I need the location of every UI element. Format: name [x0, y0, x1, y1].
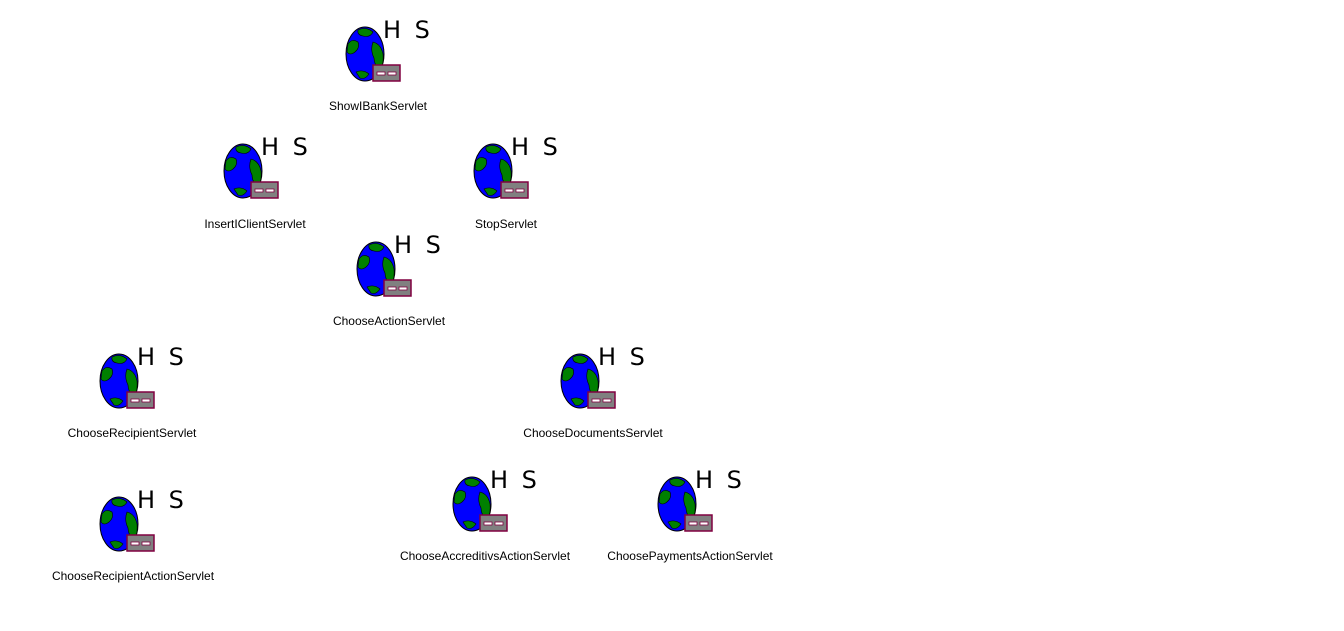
- globe-server-icon: H S: [473, 133, 558, 199]
- hs-badge-label: H S: [394, 231, 444, 259]
- globe-land: [483, 187, 498, 196]
- globe-land: [357, 28, 374, 37]
- server-slot: [602, 398, 612, 403]
- server-slot: [483, 521, 493, 526]
- hs-badge-label: H S: [137, 343, 187, 371]
- server-slot: [376, 71, 386, 76]
- server-slot: [398, 286, 408, 291]
- globe-land: [109, 540, 124, 549]
- globe-land: [366, 285, 381, 294]
- server-slot: [141, 398, 151, 403]
- globe-land: [109, 397, 124, 406]
- globe-server-icon: H S: [356, 231, 441, 297]
- hs-badge-label: H S: [490, 466, 540, 494]
- server-slot: [387, 286, 397, 291]
- globe-land: [357, 255, 370, 270]
- globe-land: [658, 490, 671, 505]
- server-slot: [494, 521, 504, 526]
- server-slot: [130, 541, 140, 546]
- servlet-node-stop[interactable]: H S: [473, 131, 558, 211]
- globe-land: [100, 367, 113, 382]
- globe-land: [464, 478, 481, 487]
- globe-server-icon: H S: [657, 466, 742, 532]
- server-slot: [504, 188, 514, 193]
- server-slot: [265, 188, 275, 193]
- servlet-label-choose-recipient: ChooseRecipientServlet: [67, 426, 197, 440]
- globe-land: [474, 157, 487, 172]
- globe-server-icon: H S: [99, 343, 184, 409]
- server-slot: [591, 398, 601, 403]
- server-box: [383, 279, 412, 297]
- servlet-label-choose-documents: ChooseDocumentsServlet: [523, 426, 663, 440]
- server-slot: [699, 521, 709, 526]
- servlet-node-choose-recipient[interactable]: H S: [99, 341, 184, 421]
- server-box: [250, 181, 279, 199]
- globe-land: [346, 40, 359, 55]
- server-box: [126, 534, 155, 552]
- servlet-label-choose-payments-action: ChoosePaymentsActionServlet: [607, 549, 773, 563]
- servlet-label-choose-recipient-action: ChooseRecipientActionServlet: [51, 569, 215, 583]
- hs-badge-label: H S: [383, 16, 433, 44]
- globe-land: [235, 145, 252, 154]
- server-box: [587, 391, 616, 409]
- server-box: [372, 64, 401, 82]
- server-slot: [130, 398, 140, 403]
- servlet-node-choose-payments-action[interactable]: H S: [657, 464, 742, 544]
- globe-land: [111, 498, 128, 507]
- servlet-label-stop: StopServlet: [474, 217, 538, 231]
- globe-land: [462, 520, 477, 529]
- server-slot: [141, 541, 151, 546]
- globe-land: [561, 367, 574, 382]
- globe-land: [667, 520, 682, 529]
- globe-server-icon: H S: [99, 486, 184, 552]
- servlet-node-insert-client[interactable]: H S: [223, 131, 308, 211]
- servlet-label-show-bank: ShowIBankServlet: [328, 99, 428, 113]
- server-box: [684, 514, 713, 532]
- globe-land: [100, 510, 113, 525]
- hs-badge-label: H S: [511, 133, 561, 161]
- servlet-node-choose-recipient-action[interactable]: H S: [99, 484, 184, 564]
- globe-server-icon: H S: [560, 343, 645, 409]
- servlet-node-show-bank[interactable]: H S: [345, 14, 430, 94]
- globe-server-icon: H S: [223, 133, 308, 199]
- globe-land: [224, 157, 237, 172]
- globe-land: [485, 145, 502, 154]
- hs-badge-label: H S: [261, 133, 311, 161]
- globe-server-icon: H S: [345, 16, 430, 82]
- hs-badge-label: H S: [598, 343, 648, 371]
- server-slot: [254, 188, 264, 193]
- hs-badge-label: H S: [695, 466, 745, 494]
- servlet-label-choose-accreditivs-action: ChooseAccreditivsActionServlet: [399, 549, 571, 563]
- globe-land: [669, 478, 686, 487]
- server-box: [126, 391, 155, 409]
- globe-server-icon: H S: [452, 466, 537, 532]
- server-box: [500, 181, 529, 199]
- hs-badge-label: H S: [137, 486, 187, 514]
- globe-land: [572, 355, 589, 364]
- globe-land: [453, 490, 466, 505]
- server-slot: [387, 71, 397, 76]
- globe-land: [570, 397, 585, 406]
- globe-land: [111, 355, 128, 364]
- globe-land: [355, 70, 370, 79]
- servlet-node-choose-documents[interactable]: H S: [560, 341, 645, 421]
- server-slot: [688, 521, 698, 526]
- servlet-node-choose-accreditivs-action[interactable]: H S: [452, 464, 537, 544]
- servlet-node-choose-action[interactable]: H S: [356, 229, 441, 309]
- servlet-label-insert-client: InsertIClientServlet: [204, 217, 306, 231]
- globe-land: [233, 187, 248, 196]
- server-slot: [515, 188, 525, 193]
- servlet-label-choose-action: ChooseActionServlet: [332, 314, 446, 328]
- server-box: [479, 514, 508, 532]
- globe-land: [368, 243, 385, 252]
